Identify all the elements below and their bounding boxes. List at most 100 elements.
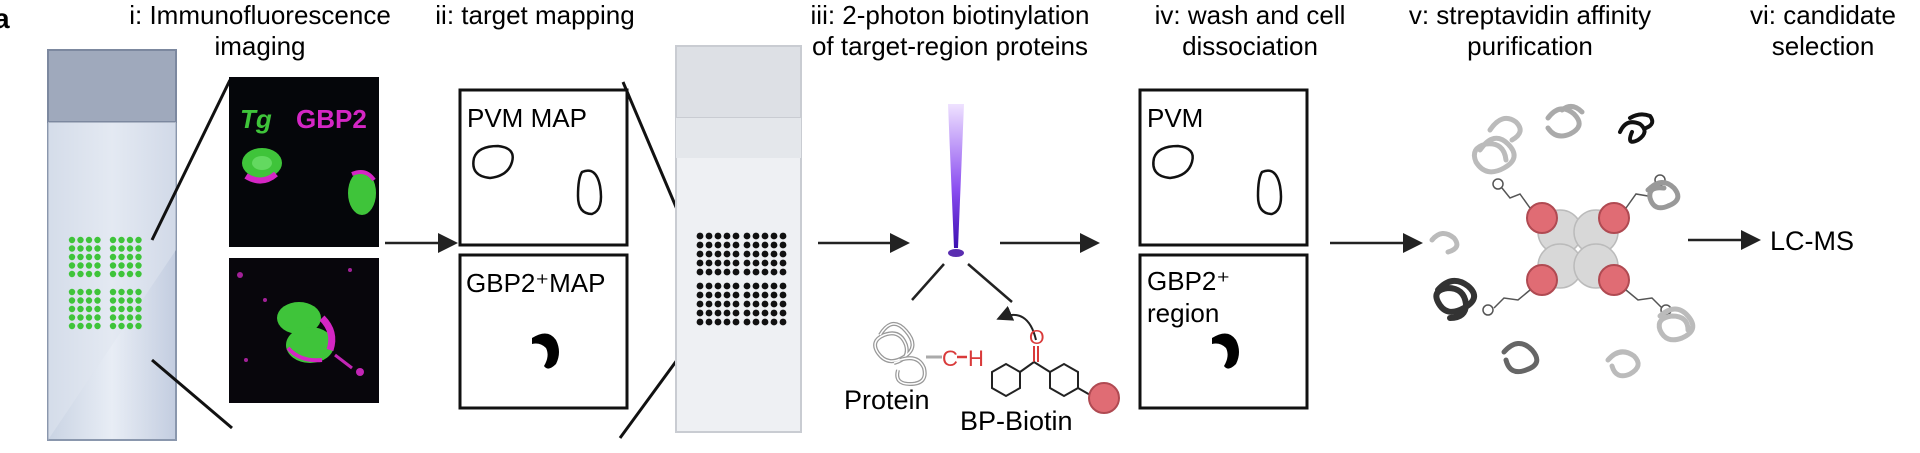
black-spot (705, 241, 713, 249)
green-spot (118, 253, 125, 261)
black-spot (723, 309, 731, 317)
gbp2-map-box: GBP2⁺MAP (458, 253, 629, 410)
green-spot (68, 270, 76, 278)
black-spot (696, 300, 704, 308)
green-spot (126, 305, 134, 313)
green-spot (118, 262, 125, 269)
green-spot (135, 270, 142, 278)
black-spot (714, 250, 722, 258)
green-spot (118, 314, 125, 321)
black-spot (779, 300, 787, 308)
step-4-heading: iv: wash and cell dissociation (1130, 0, 1370, 62)
streptavidin-complex (1526, 202, 1630, 296)
green-spot (118, 270, 125, 278)
step-4-line1: iv: wash and cell (1154, 0, 1346, 30)
green-spot (94, 245, 101, 252)
gbp2-map-label: GBP2⁺MAP (466, 268, 605, 298)
biotin-sphere (1088, 382, 1120, 414)
gbp2-region-label-2: region (1147, 298, 1219, 328)
protein-structure (873, 322, 927, 387)
gbp2-region-shape (532, 333, 559, 369)
vacuole-outline (1152, 144, 1194, 180)
black-spot (705, 291, 713, 299)
laser-beam (911, 104, 1013, 303)
black-spot (761, 282, 769, 290)
atom-c: C (942, 346, 958, 371)
black-spot (743, 291, 751, 299)
black-spot (732, 241, 740, 249)
label-lcms: LC-MS (1770, 226, 1854, 256)
label-bp-biotin: BP-Biotin (960, 406, 1073, 436)
black-spot (752, 232, 760, 240)
green-spot (126, 262, 134, 269)
black-spot (705, 309, 713, 317)
black-spot (696, 241, 704, 249)
green-spot (109, 314, 117, 321)
black-spot (761, 250, 769, 258)
black-spot (705, 318, 713, 326)
step-4-line2: dissociation (1182, 31, 1318, 61)
black-spot (770, 282, 778, 290)
green-spot (85, 270, 93, 278)
black-spot (752, 309, 760, 317)
black-spot (723, 259, 731, 267)
green-spot (77, 245, 84, 252)
black-spot (779, 259, 787, 267)
panel-letter: a (0, 3, 10, 34)
green-spot (109, 297, 117, 304)
green-spot (85, 262, 93, 269)
step-5-heading: v: streptavidin affinity purification (1380, 0, 1680, 62)
green-spot (77, 262, 84, 269)
black-spot (714, 282, 722, 290)
black-spot (752, 268, 760, 276)
green-spot (135, 245, 142, 252)
green-spot (126, 270, 134, 278)
black-spot (723, 268, 731, 276)
black-spot (752, 291, 760, 299)
black-spot (714, 318, 722, 326)
step-1-line2: imaging (214, 31, 306, 61)
atom-o: O (1029, 327, 1045, 349)
label-gbp2: GBP2 (296, 104, 367, 134)
black-spot (705, 268, 713, 276)
black-spot (714, 309, 722, 317)
black-spot (732, 268, 740, 276)
green-spot (94, 297, 101, 304)
atom-h: H (968, 346, 984, 371)
green-spot (94, 236, 101, 244)
green-spot (109, 322, 117, 330)
label-tg: Tg (240, 104, 272, 134)
step-3-line2: of target-region proteins (811, 31, 1089, 61)
black-spot (761, 300, 769, 308)
black-spot (723, 291, 731, 299)
black-spot (696, 268, 704, 276)
green-spot (85, 322, 93, 330)
green-spot (68, 322, 76, 330)
green-spot (85, 288, 93, 296)
black-spot (743, 241, 751, 249)
black-spot (761, 291, 769, 299)
green-spot (135, 297, 142, 304)
black-spot (696, 250, 704, 258)
gbp2-region-box: GBP2⁺ region (1138, 253, 1309, 410)
green-spot (68, 236, 76, 244)
black-spot (732, 291, 740, 299)
black-spot (714, 232, 722, 240)
black-spot (752, 250, 760, 258)
green-spot (77, 297, 84, 304)
microscopy-image-top: Tg GBP2 (229, 77, 379, 247)
black-spot (714, 241, 722, 249)
green-spot (126, 288, 134, 296)
black-spot (752, 318, 760, 326)
bp-biotin-molecule (991, 346, 1093, 398)
black-spot (779, 282, 787, 290)
black-spot (770, 291, 778, 299)
black-spot (714, 300, 722, 308)
green-spot (94, 288, 101, 296)
black-spot (696, 318, 704, 326)
black-spot (752, 241, 760, 249)
black-spot (723, 250, 731, 258)
green-spot (135, 314, 142, 321)
linker-molecules (1482, 174, 1672, 316)
black-spot (732, 232, 740, 240)
